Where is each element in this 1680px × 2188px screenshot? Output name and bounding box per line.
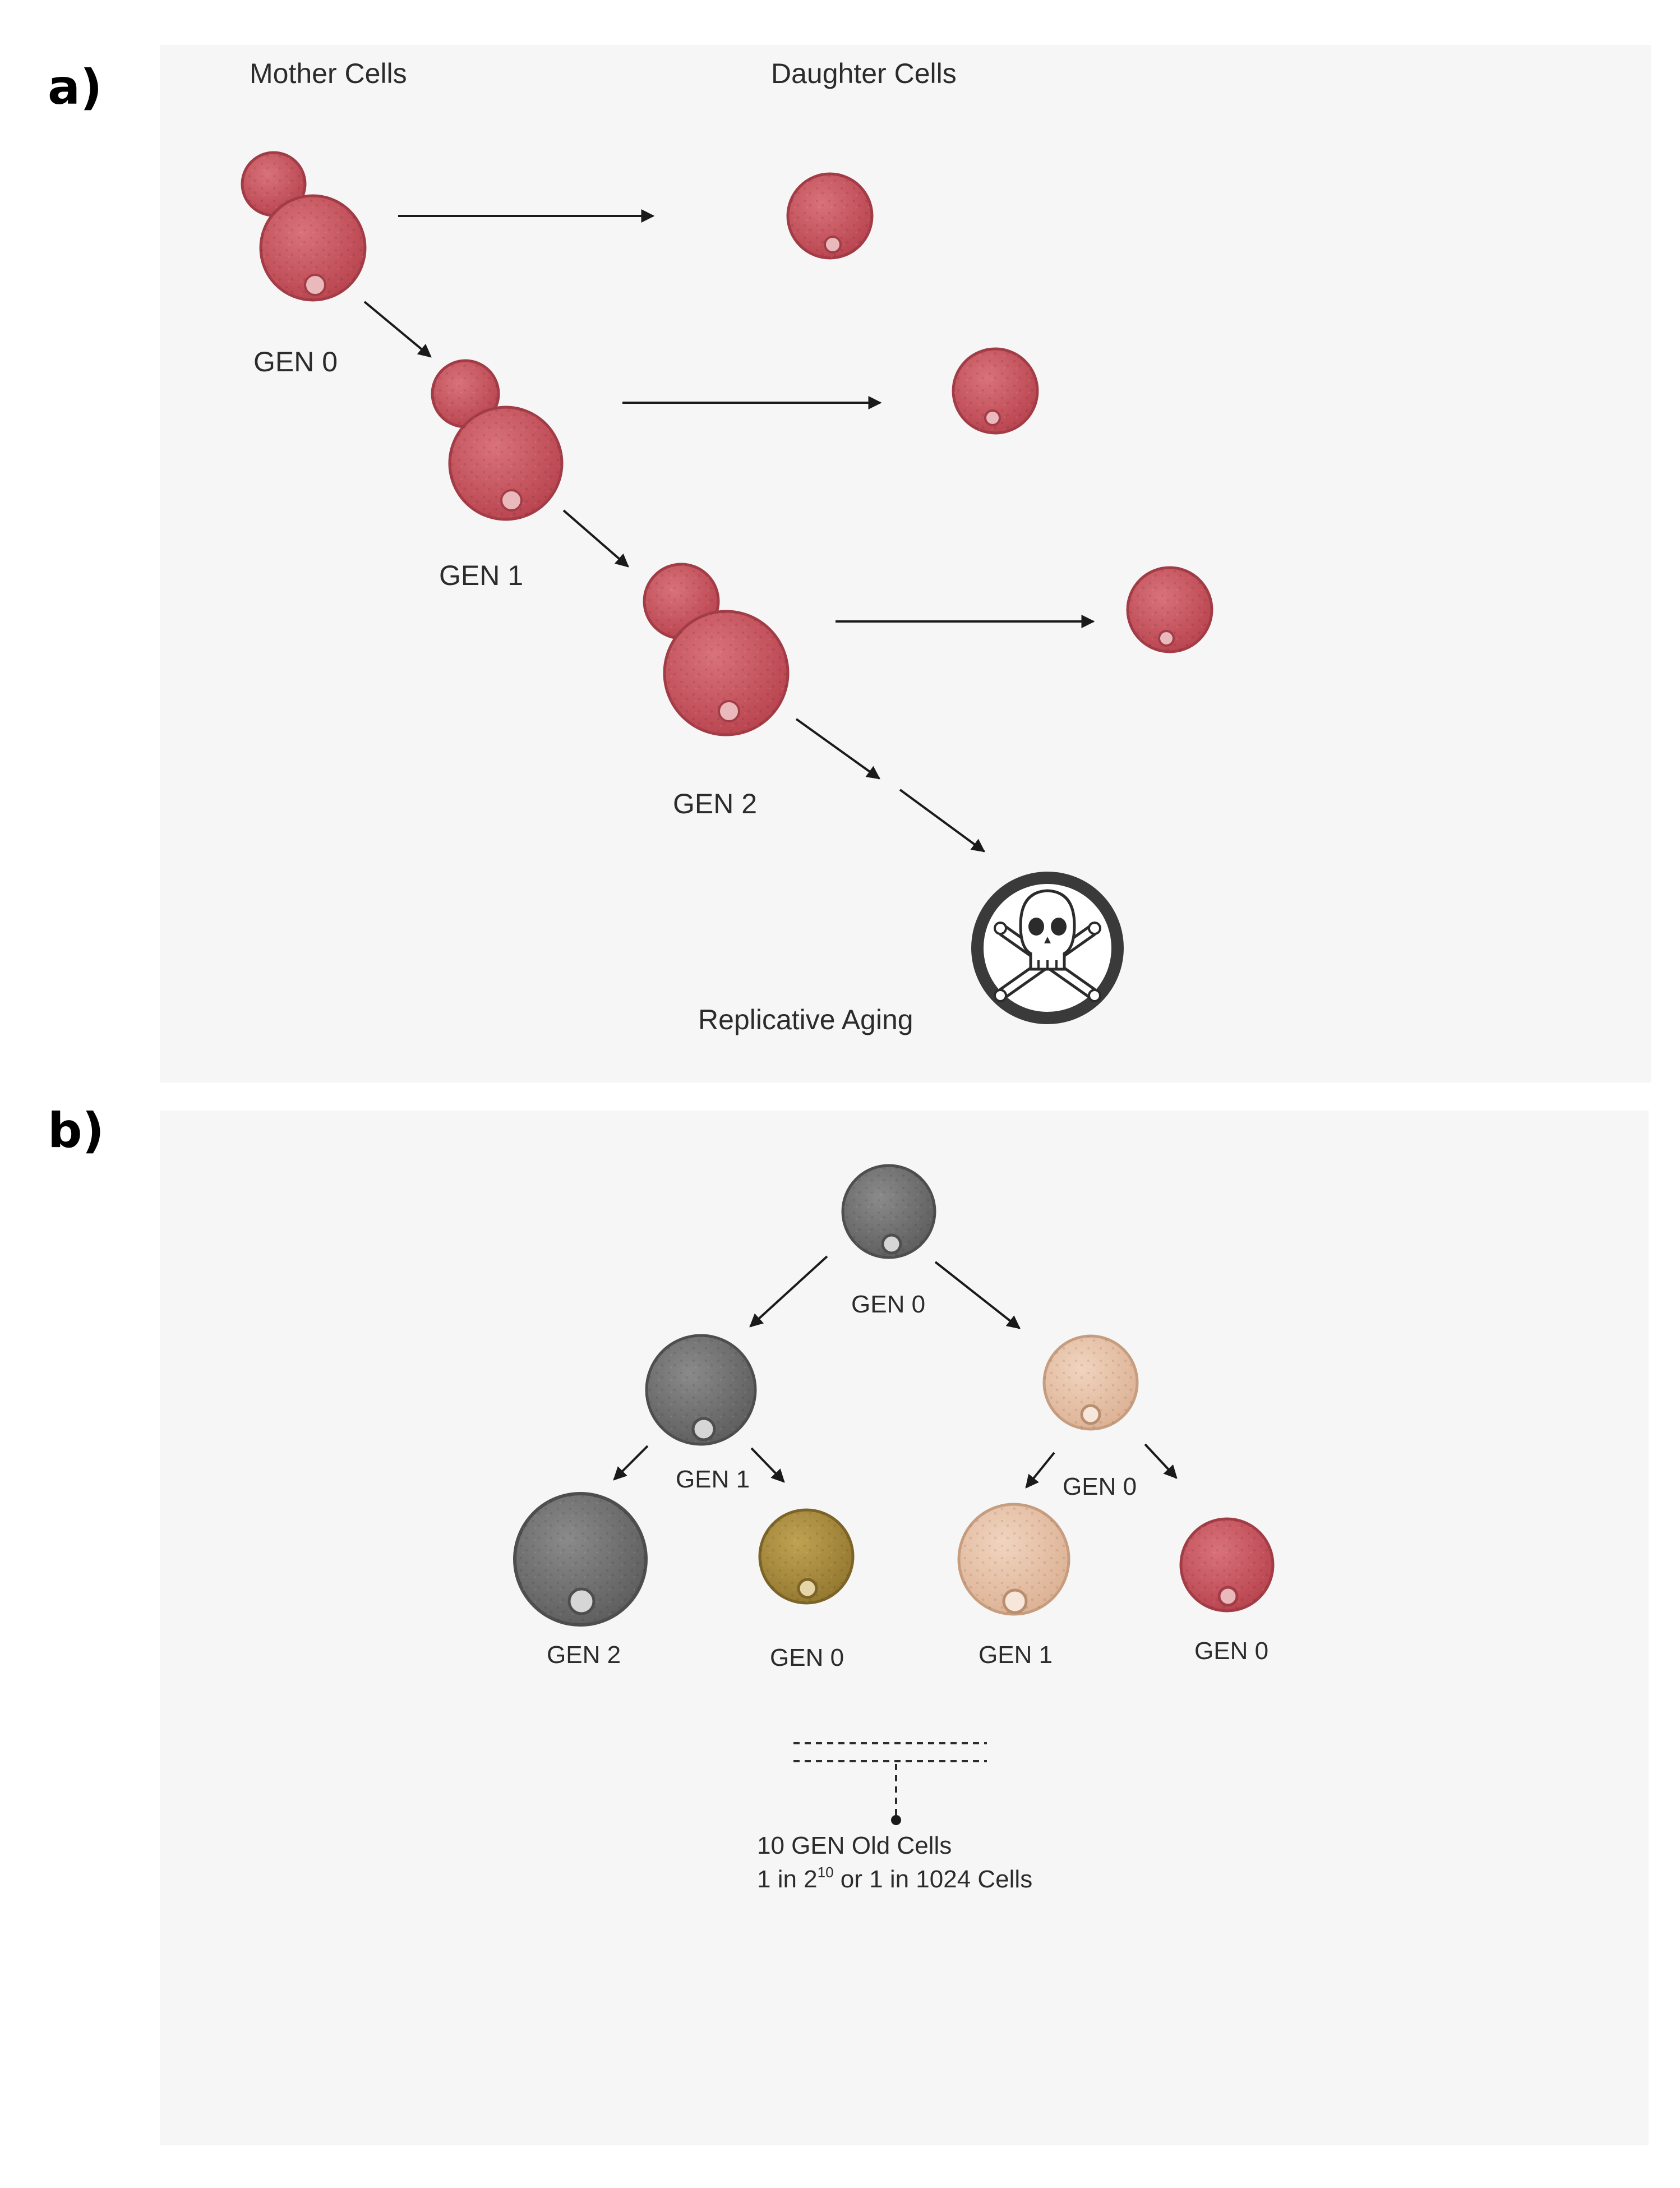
mother-cells-heading: Mother Cells xyxy=(250,58,407,89)
leaf-3-gen-label: GEN 1 xyxy=(979,1641,1053,1669)
leaf-cell-grey-large xyxy=(513,1492,648,1627)
root-gen-label: GEN 0 xyxy=(851,1291,925,1318)
panel-a-background xyxy=(160,45,1651,1083)
panel-b-background xyxy=(160,1111,1649,2145)
note-line-2-prefix: 1 in 2 xyxy=(757,1865,818,1893)
note-line-2-exponent: 10 xyxy=(818,1864,834,1881)
mid-right-gen-label: GEN 0 xyxy=(1063,1473,1137,1500)
arrow-root-to-left xyxy=(749,1255,828,1328)
root-cell-grey xyxy=(841,1164,936,1259)
gen1-label-a: GEN 1 xyxy=(439,560,523,591)
gen0-label-a: GEN 0 xyxy=(253,346,338,377)
note-line-2: 1 in 210 or 1 in 1024 Cells xyxy=(757,1864,1032,1893)
leaf-1-gen-label: GEN 2 xyxy=(547,1641,621,1669)
leaf-4-gen-label: GEN 0 xyxy=(1194,1637,1268,1665)
daughter-cells-heading: Daughter Cells xyxy=(771,58,957,89)
daughter-cell-1 xyxy=(786,172,874,260)
mid-left-cell-grey xyxy=(645,1334,757,1446)
note-line-1: 10 GEN Old Cells xyxy=(757,1832,952,1859)
mother-cell-gen0 xyxy=(241,151,367,302)
panel-a-letter: a) xyxy=(48,59,102,116)
continuation-dotted-lines xyxy=(793,1742,987,1817)
gen2-label-a: GEN 2 xyxy=(673,788,757,819)
arrow-to-death xyxy=(899,789,985,853)
continuation-endpoint-dot xyxy=(891,1815,901,1825)
arrow-right-to-leaf3 xyxy=(1025,1452,1055,1489)
skull-crossbones-icon xyxy=(971,872,1124,1024)
leaf-cell-red xyxy=(1179,1517,1275,1613)
daughter-cell-2 xyxy=(952,347,1039,435)
leaf-2-gen-label: GEN 0 xyxy=(770,1644,844,1671)
leaf-cell-peach xyxy=(957,1503,1070,1616)
arrow-right-to-leaf4 xyxy=(1144,1443,1178,1479)
arrow-gen2-onward xyxy=(795,718,880,780)
arrow-gen0-to-gen1 xyxy=(363,301,432,358)
arrow-root-to-right xyxy=(934,1261,1021,1329)
note-line-2-suffix: or 1 in 1024 Cells xyxy=(834,1865,1033,1893)
mid-left-gen-label: GEN 1 xyxy=(676,1466,750,1493)
panel-b-letter: b) xyxy=(48,1103,104,1159)
mid-right-cell-peach xyxy=(1042,1334,1139,1431)
daughter-cell-3 xyxy=(1126,566,1213,653)
arrow-left-to-leaf2 xyxy=(750,1447,785,1483)
arrow-left-to-leaf1 xyxy=(613,1445,649,1481)
replicative-aging-label: Replicative Aging xyxy=(698,1004,913,1035)
mother-cell-gen1 xyxy=(431,359,564,521)
arrow-gen1-to-gen2 xyxy=(562,509,629,568)
mother-cell-gen2 xyxy=(643,563,790,736)
leaf-cell-olive xyxy=(758,1508,855,1605)
